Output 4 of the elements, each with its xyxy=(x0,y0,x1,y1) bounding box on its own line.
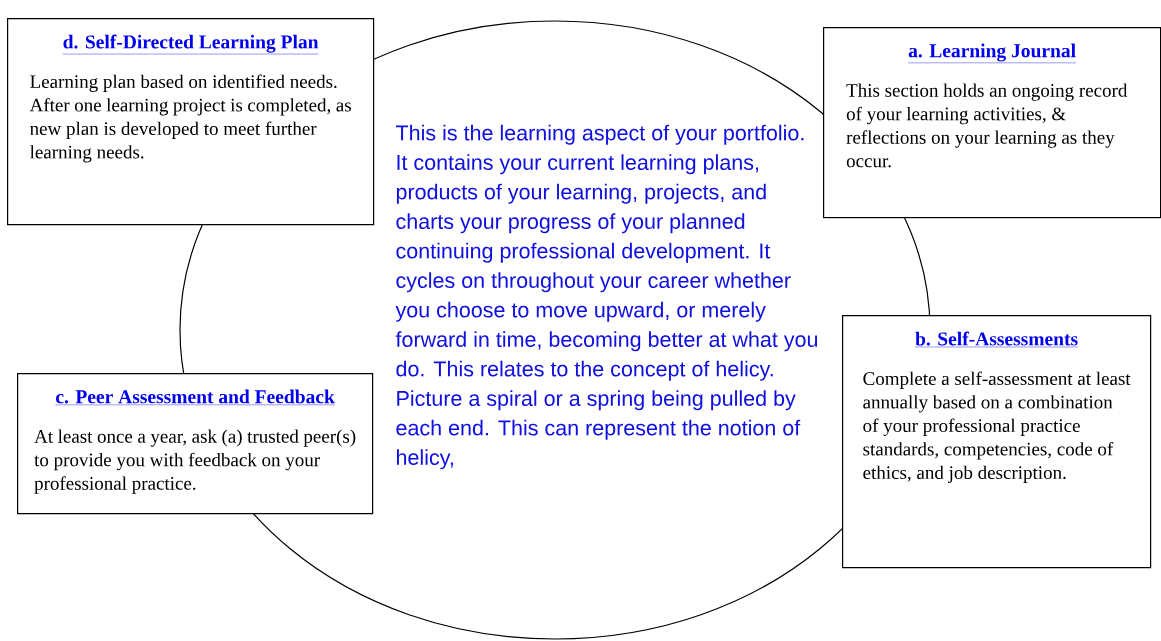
text-box: d. Self-Directed Learning Plan Learning plan based on identified needs. After one learning project is completed, as new plan is developed to meet further learning needs. xyxy=(7,18,375,226)
text-box: c. Peer Assessment and Feedback At least once a year, ask (a) trusted peer(s) to provide you with feedback on your professional practice. xyxy=(17,373,374,515)
text-box: b. Self-Assessments Complete a self-assessment at least annually based on a combination of your professional practice standards, competencies, code of ethics, and job description. xyxy=(842,315,1152,569)
text-box: a. Learning Journal This section holds an ongoing record of your learning activities, & reflections on your learning as they occur. xyxy=(823,27,1161,219)
